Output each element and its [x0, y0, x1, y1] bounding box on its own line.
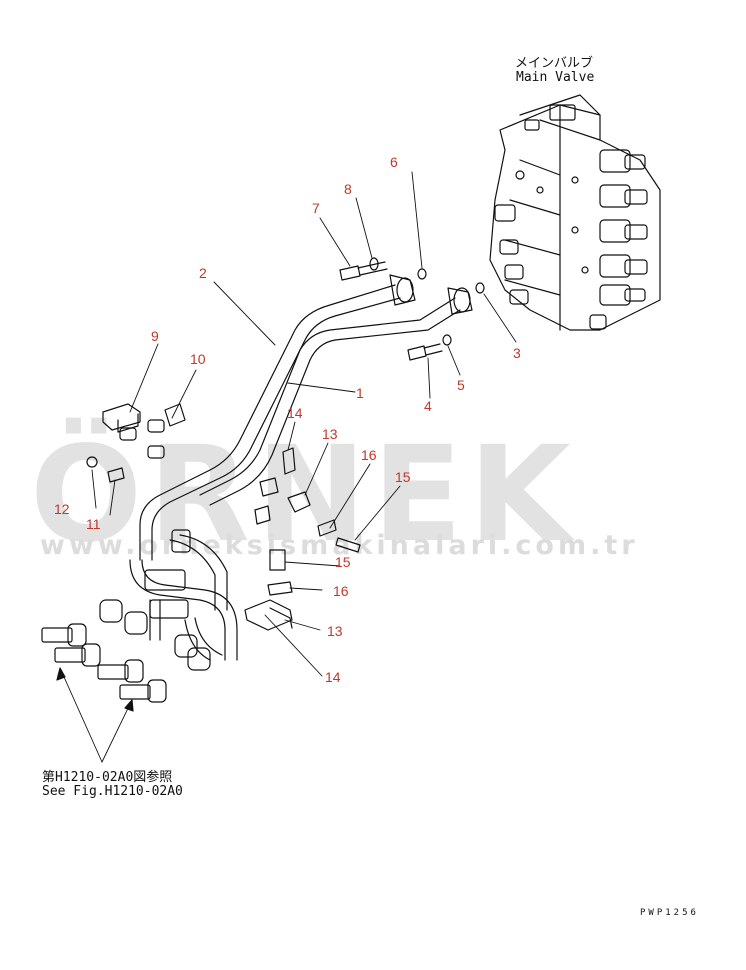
drawing-code: PWP1256: [640, 908, 699, 918]
part-number-16-lower: 16: [333, 583, 349, 599]
part-number-14-upper: 14: [287, 405, 303, 421]
part-number-13-lower: 13: [327, 623, 343, 639]
watermark-brand: ÖRNEK: [30, 418, 577, 572]
fitting-groups: [41, 623, 167, 703]
part-number-11: 11: [86, 516, 101, 532]
part-number-15-lower: 15: [335, 554, 351, 570]
hardware: [86, 257, 485, 631]
main-valve-label-jp: メインバルブ: [515, 56, 594, 71]
main-valve-drawing: [489, 94, 661, 331]
part-number-7: 7: [312, 200, 320, 216]
part-number-8: 8: [344, 181, 352, 197]
see-fig-jp: 第H1210-02A0図参照: [42, 770, 173, 785]
tube-assembly: [99, 274, 473, 671]
part-number-16-upper: 16: [361, 447, 377, 463]
leader-lines: [59, 171, 517, 763]
main-valve-label-en: Main Valve: [516, 70, 595, 85]
part-number-6: 6: [390, 154, 398, 170]
part-number-2: 2: [199, 265, 207, 281]
see-fig-en: See Fig.H1210-02A0: [42, 784, 183, 799]
part-number-14-lower: 14: [325, 669, 341, 685]
part-number-1: 1: [356, 385, 364, 401]
part-number-12: 12: [54, 501, 70, 517]
part-number-13-upper: 13: [322, 426, 338, 442]
part-number-4: 4: [424, 398, 432, 414]
part-number-3: 3: [513, 345, 521, 361]
part-number-15-upper: 15: [395, 469, 411, 485]
part-number-9: 9: [151, 328, 159, 344]
part-number-10: 10: [190, 351, 206, 367]
part-number-5: 5: [457, 377, 465, 393]
